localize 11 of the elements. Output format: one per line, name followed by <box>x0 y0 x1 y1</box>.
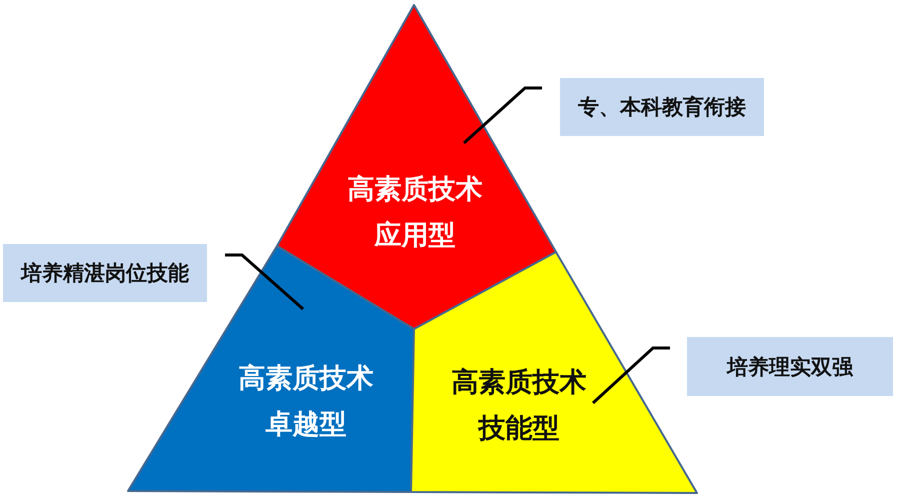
callout-box: 专、本科教育衔接 <box>560 78 764 136</box>
triangle-section <box>410 251 698 494</box>
leader-line <box>463 86 542 144</box>
section-label: 高素质技术技能型 <box>450 366 588 446</box>
leader-line <box>592 346 670 404</box>
triangle-section <box>276 4 557 330</box>
leader-line <box>225 254 304 310</box>
section-label: 高素质技术应用型 <box>346 173 484 253</box>
callout-box: 培养理实双强 <box>687 337 893 396</box>
callout-box: 培养精湛岗位技能 <box>3 244 207 302</box>
section-label: 高素质技术卓越型 <box>238 362 374 442</box>
